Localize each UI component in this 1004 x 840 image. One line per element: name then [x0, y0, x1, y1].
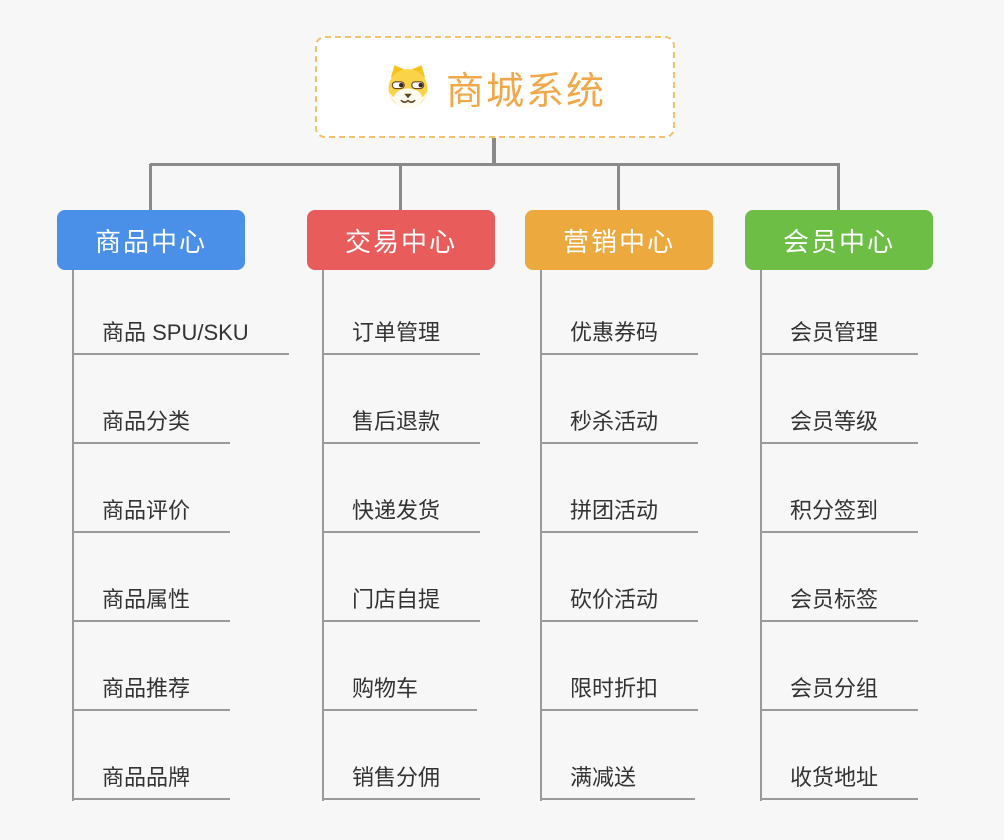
leaf-node[interactable]: 满减送	[540, 762, 695, 800]
branch-spine-line	[540, 270, 542, 801]
branch-node-3[interactable]: 营销中心	[525, 210, 713, 270]
branch-drop-line	[149, 164, 152, 210]
leaf-node[interactable]: 购物车	[322, 673, 477, 711]
leaf-node[interactable]: 积分签到	[760, 495, 919, 533]
leaf-node[interactable]: 会员等级	[760, 406, 919, 444]
leaf-node[interactable]: 拼团活动	[540, 495, 699, 533]
root-stem-line	[492, 138, 496, 166]
leaf-node[interactable]: 商品分类	[72, 406, 231, 444]
branch-spine-line	[322, 270, 324, 801]
branch-drop-line	[617, 164, 620, 210]
leaf-node[interactable]: 订单管理	[322, 317, 481, 355]
leaf-node[interactable]: 商品推荐	[72, 673, 231, 711]
branch-spine-line	[760, 270, 762, 801]
root-title: 商城系统	[445, 70, 606, 113]
leaf-node[interactable]: 优惠券码	[540, 317, 699, 355]
branch-node-2[interactable]: 交易中心	[307, 210, 495, 270]
leaf-node[interactable]: 商品评价	[72, 495, 231, 533]
branch-drop-line	[399, 164, 402, 210]
leaf-node[interactable]: 商品品牌	[72, 762, 231, 800]
dog-face-icon	[388, 65, 428, 108]
leaf-node[interactable]: 收货地址	[760, 762, 919, 800]
leaf-node[interactable]: 商品 SPU/SKU	[72, 317, 289, 355]
branch-node-4[interactable]: 会员中心	[745, 210, 933, 270]
branch-spine-line	[72, 270, 74, 801]
branch-node-1[interactable]: 商品中心	[57, 210, 245, 270]
leaf-node[interactable]: 秒杀活动	[540, 406, 699, 444]
branch-drop-line	[837, 164, 840, 210]
leaf-node[interactable]: 会员标签	[760, 584, 919, 622]
branch-rail-line	[150, 163, 840, 166]
leaf-node[interactable]: 砍价活动	[540, 584, 699, 622]
root-node[interactable]: 商城系统	[315, 36, 675, 138]
leaf-node[interactable]: 售后退款	[322, 406, 481, 444]
leaf-node[interactable]: 限时折扣	[540, 673, 699, 711]
leaf-node[interactable]: 商品属性	[72, 584, 231, 622]
leaf-node[interactable]: 会员管理	[760, 317, 919, 355]
leaf-node[interactable]: 会员分组	[760, 673, 919, 711]
leaf-node[interactable]: 销售分佣	[322, 762, 481, 800]
leaf-node[interactable]: 快递发货	[322, 495, 481, 533]
leaf-node[interactable]: 门店自提	[322, 584, 481, 622]
